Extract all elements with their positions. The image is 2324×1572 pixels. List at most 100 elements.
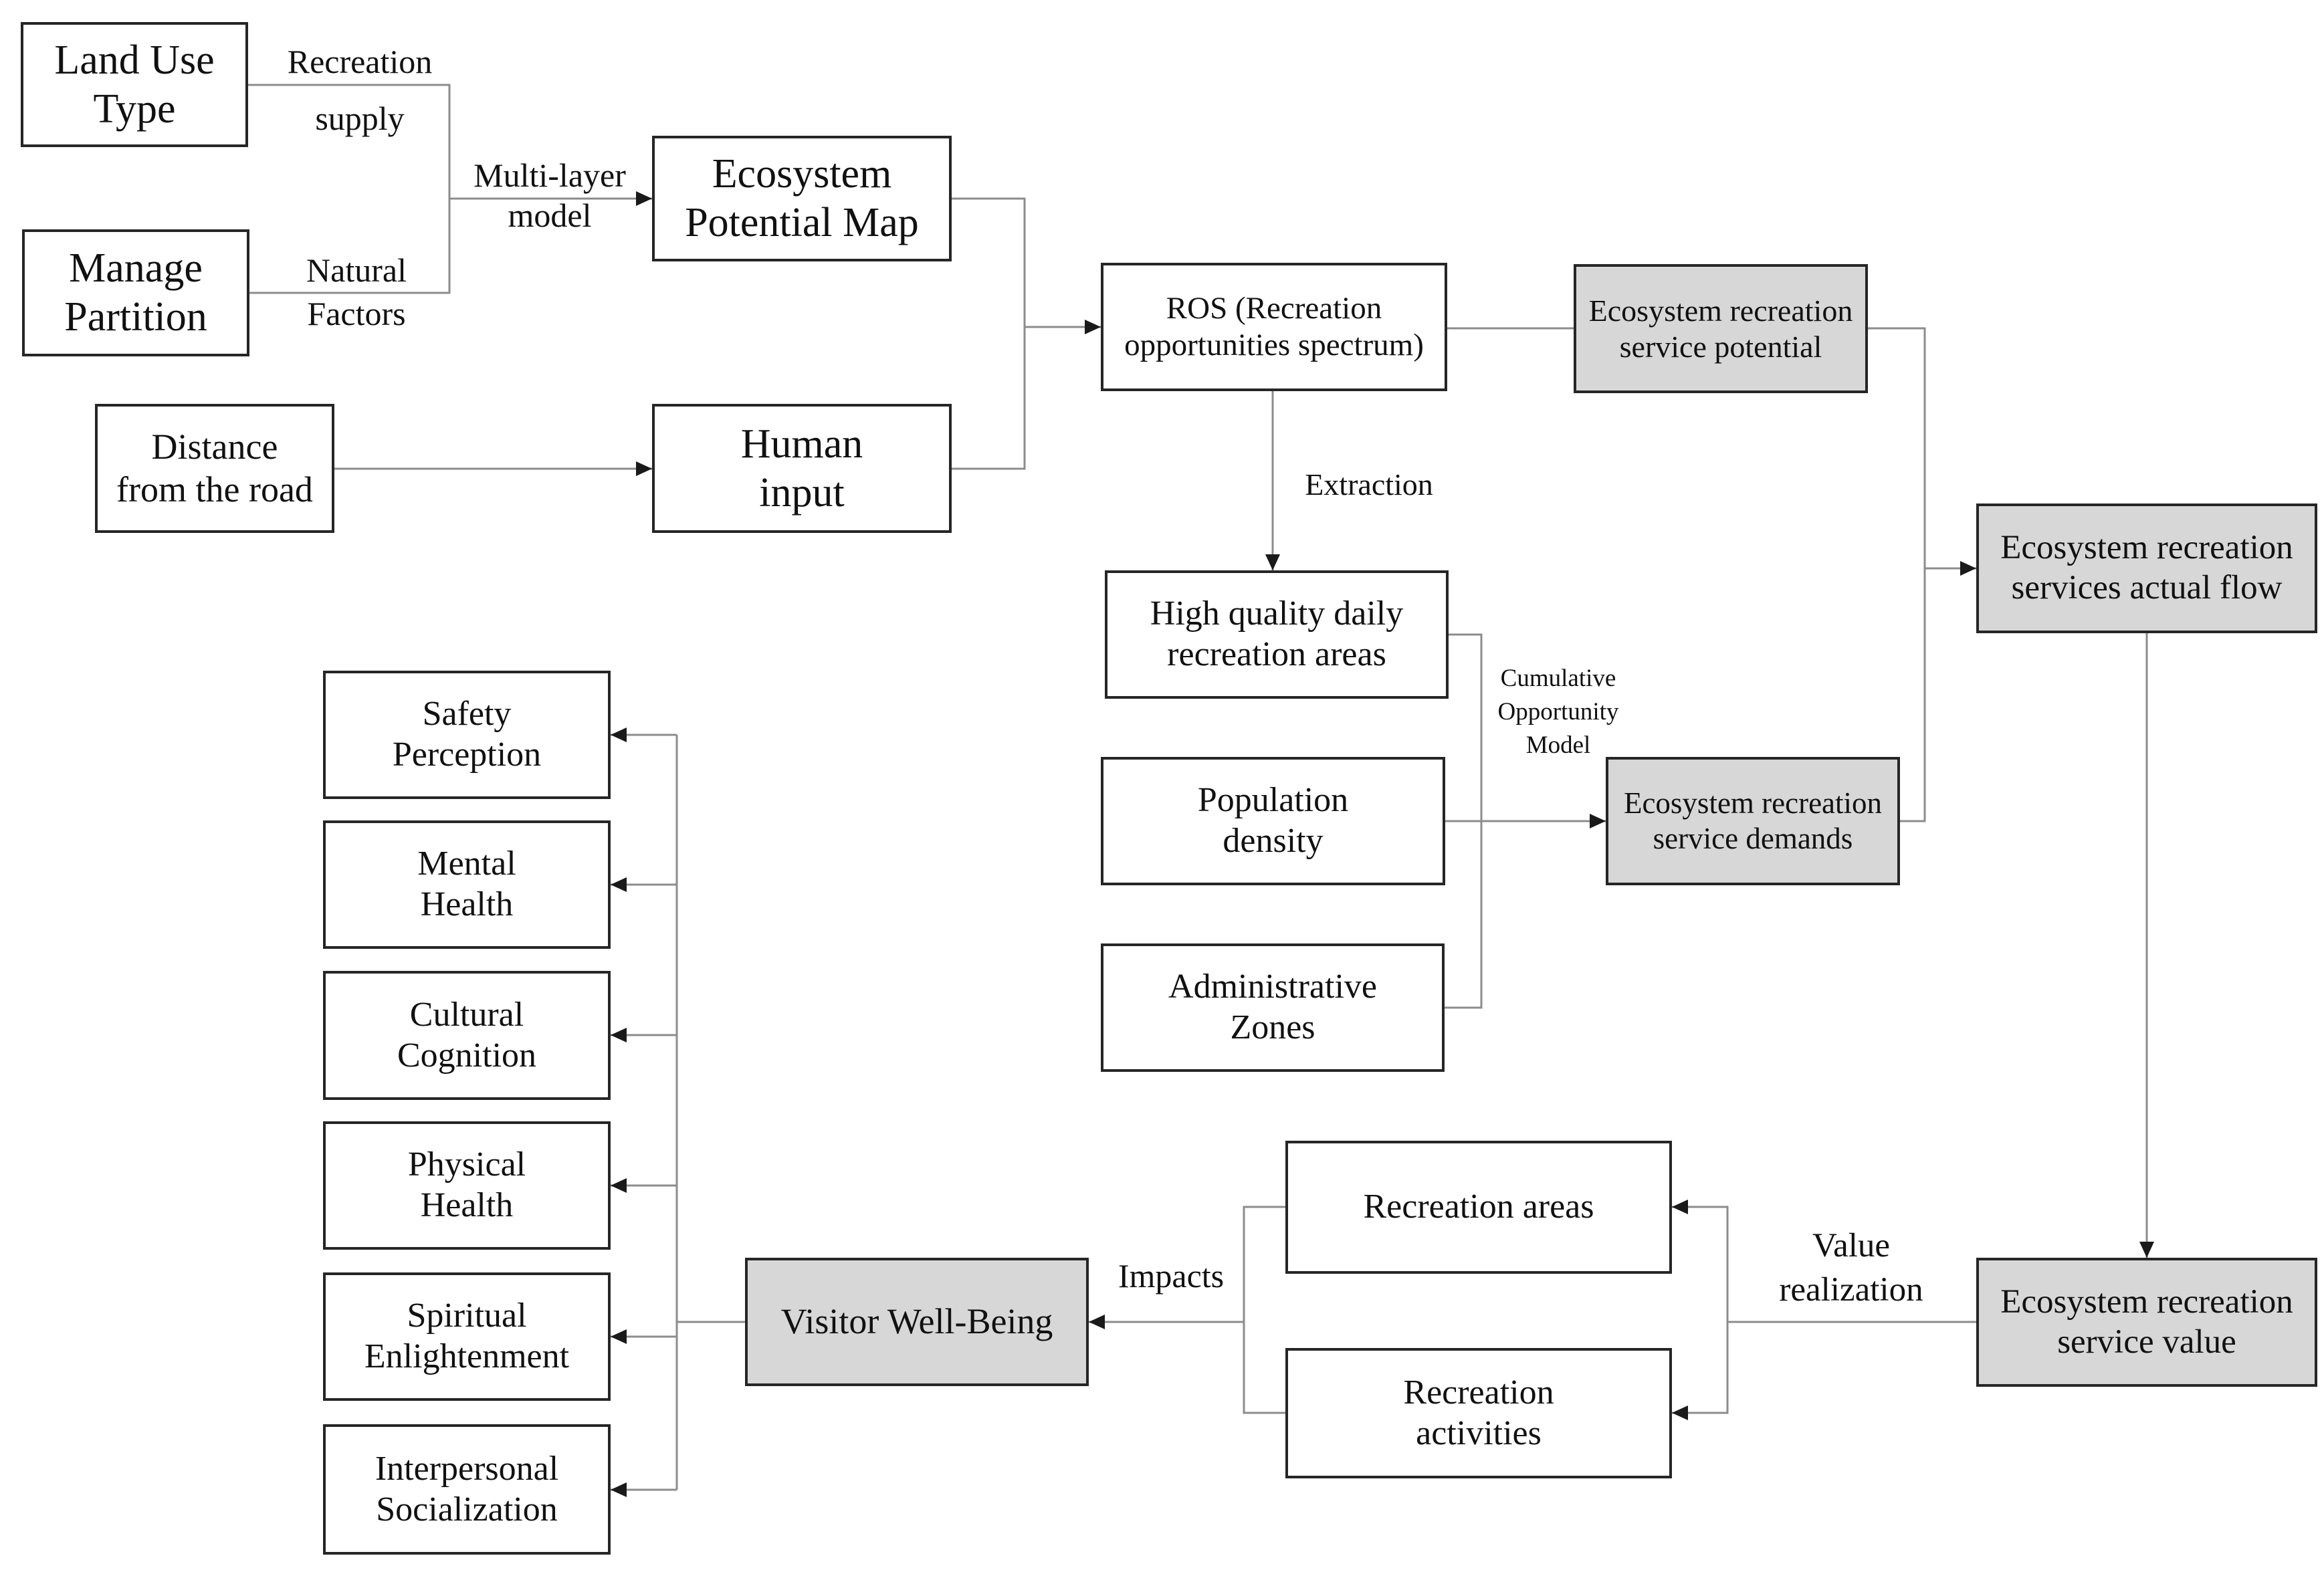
multi-layer-model-label-line: model — [508, 197, 592, 234]
arrowhead-mental-health — [611, 877, 627, 892]
arrowhead-safety-perception — [611, 727, 627, 742]
service-potential-text-line: service potential — [1619, 329, 1822, 364]
recreation-supply-label-line: Recreation — [287, 43, 433, 80]
population-density-text-line: Population — [1197, 781, 1349, 820]
value-realization-label-line: realization — [1779, 1271, 1923, 1309]
visitor-wellbeing-box: Visitor Well-Being — [745, 1258, 1089, 1386]
cumulative-opportunity-model-label-line: Cumulative — [1500, 665, 1616, 692]
connector-land-use-to-model — [248, 84, 451, 294]
human-input-text-line: input — [759, 469, 845, 516]
cultural-cognition-text-line: Cognition — [397, 1036, 537, 1075]
service-value-text-line: service value — [2057, 1323, 2236, 1361]
ecosystem-potential-map-text-line: Potential Map — [685, 200, 919, 245]
actual-flow-text-line: services actual flow — [2011, 569, 2283, 606]
connector-potential-map-to-ros — [952, 197, 1026, 470]
recreation-activities-text-line: activities — [1416, 1414, 1542, 1452]
natural-factors-label-line: Natural — [306, 251, 407, 289]
distance-road-text-line: from the road — [116, 469, 313, 510]
extraction-label: Extraction — [1101, 466, 1636, 503]
impacts-label-line: Impacts — [1118, 1257, 1225, 1295]
recreation-supply-label-line: supply — [315, 100, 405, 137]
arrowhead-physical-health — [611, 1178, 627, 1193]
value-realization-label-line: Value — [1812, 1227, 1891, 1264]
service-potential-text-line: Ecosystem recreation — [1588, 293, 1853, 328]
extraction-label-line: Extraction — [1305, 467, 1433, 501]
multi-layer-model-label-line: Multi-layer — [473, 156, 626, 194]
spiritual-enlightenment-text-line: Spiritual — [407, 1297, 527, 1335]
arrowhead-interpersonal-socialization — [611, 1482, 627, 1497]
arrowhead-recreation-activities — [1672, 1406, 1688, 1420]
manage-partition-text-line: Manage — [69, 245, 203, 292]
distance-road-text-line: Distance — [151, 427, 278, 467]
arrowhead-potential-map — [636, 191, 652, 206]
administrative-zones-text-line: Zones — [1230, 1008, 1315, 1046]
arrowhead-cultural-cognition — [611, 1028, 627, 1042]
service-demands-text-line: Ecosystem recreation — [1623, 786, 1883, 820]
recreation-areas-box: Recreation areas — [1285, 1141, 1672, 1274]
recreation-supply-label: Recreation supply — [92, 33, 627, 147]
value-realization-label: Value realization — [1584, 1224, 2119, 1313]
ros-text-line: ROS (Recreation — [1166, 291, 1382, 326]
spiritual-enlightenment-text-line: Enlightenment — [364, 1337, 570, 1375]
interpersonal-socialization-text-line: Socialization — [376, 1490, 558, 1529]
safety-perception-text-line: Safety — [422, 695, 512, 734]
service-demands-text-line: service demands — [1653, 822, 1853, 855]
safety-perception-text-line: Perception — [392, 736, 542, 774]
arrowhead-recreation-areas — [1672, 1200, 1688, 1214]
connector-potential-demands-bracket — [1868, 327, 1926, 822]
mental-health-text-line: Mental — [417, 845, 516, 883]
ecosystem-potential-map-text-line: Ecosystem — [712, 151, 892, 197]
cultural-cognition-text-line: Cultural — [409, 995, 524, 1034]
arrowhead-actual-flow — [1960, 561, 1976, 576]
mental-health-text-line: Health — [420, 885, 514, 923]
arrowhead-spiritual-enlightenment — [611, 1329, 627, 1344]
arrowhead-service-demands — [1590, 814, 1606, 828]
natural-factors-label-line: Factors — [307, 295, 406, 332]
administrative-zones-text-line: Administrative — [1168, 968, 1377, 1006]
high-quality-areas-text-line: recreation areas — [1167, 635, 1386, 673]
physical-health-text-line: Health — [420, 1186, 514, 1224]
ros-text-line: opportunities spectrum) — [1124, 328, 1424, 362]
recreation-areas-text-line: Recreation areas — [1363, 1188, 1594, 1226]
high-quality-areas-text-line: High quality daily — [1150, 594, 1404, 633]
human-input-text-line: Human — [740, 421, 863, 467]
cumulative-opportunity-model-label-line: Opportunity — [1497, 697, 1619, 725]
connector-value-bracket — [1672, 1206, 1729, 1414]
arrowhead-visitor-wellbeing — [1089, 1315, 1105, 1329]
recreation-activities-text-line: Recreation — [1403, 1373, 1554, 1412]
arrowhead-human-input — [636, 461, 652, 476]
impacts-label: Impacts — [904, 1256, 1439, 1296]
interpersonal-socialization-text-line: Interpersonal — [375, 1449, 559, 1488]
actual-flow-text-line: Ecosystem recreation — [2000, 529, 2293, 567]
population-density-text-line: density — [1223, 822, 1324, 860]
connector-impacts-bracket — [1243, 1206, 1285, 1414]
arrowhead-service-value — [2139, 1242, 2154, 1258]
manage-partition-text-line: Partition — [64, 294, 207, 340]
service-value-text-line: Ecosystem recreation — [2000, 1282, 2293, 1321]
visitor-wellbeing-text-line: Visitor Well-Being — [780, 1301, 1053, 1342]
land-use-text-line: Land Use — [54, 37, 215, 83]
